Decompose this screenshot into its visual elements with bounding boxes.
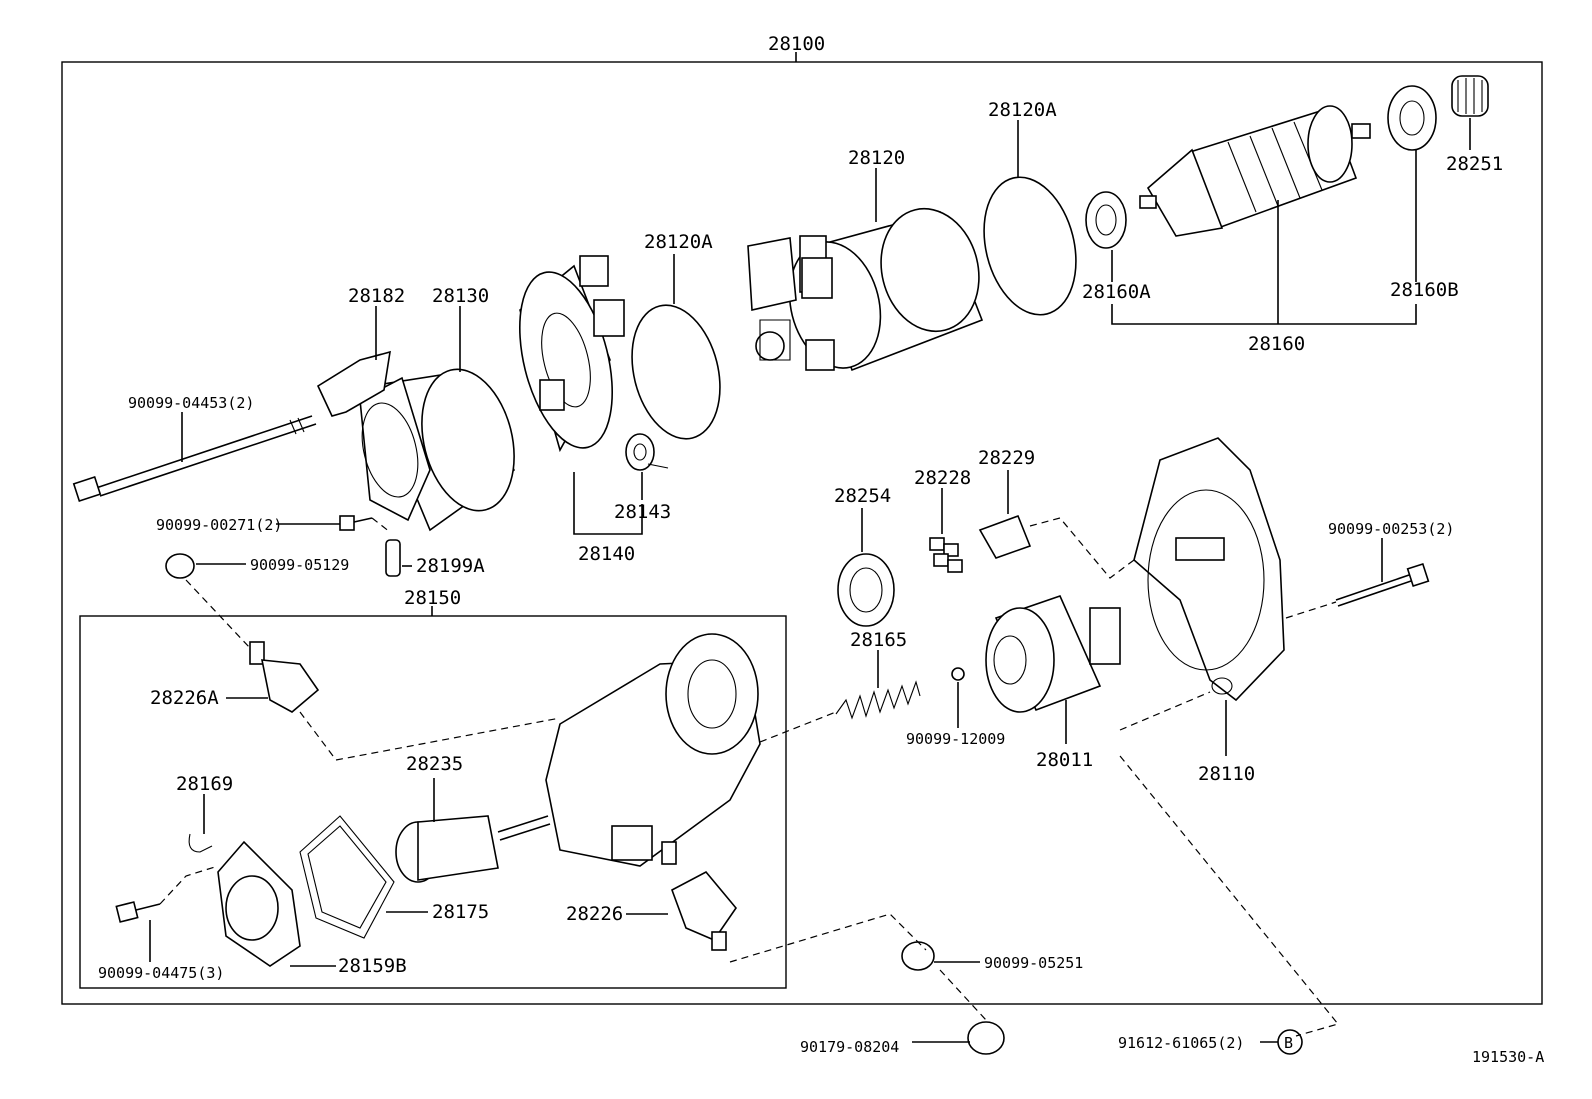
solenoid-housing-28150: [545, 633, 761, 867]
armature-28160: [1139, 105, 1371, 237]
nut-90099-05129: [165, 553, 195, 579]
label-28011: 28011: [1036, 749, 1093, 771]
label-28160A: 28160A: [1082, 281, 1151, 303]
label-28169: 28169: [176, 773, 233, 795]
oring-28120A-left: [631, 304, 721, 440]
cover-28159B: [217, 840, 301, 967]
label-90099-12009: 90099-12009: [906, 730, 1005, 748]
label-28175: 28175: [432, 901, 489, 923]
label-28254: 28254: [834, 485, 891, 507]
bolt-90099-00253: [1335, 562, 1430, 607]
label-90099-05129: 90099-05129: [250, 556, 349, 574]
label-28199A: 28199A: [416, 555, 485, 577]
terminal-28226A: [249, 641, 320, 713]
label-28120: 28120: [848, 147, 905, 169]
bearing-28160A: [1085, 191, 1127, 249]
nut-90099-05251: [901, 941, 935, 971]
label-28251: 28251: [1446, 153, 1503, 175]
label-28120A-top: 28120A: [988, 99, 1057, 121]
label-28150: 28150: [404, 587, 461, 609]
retainer-28228: [929, 537, 963, 573]
label-28165: 28165: [850, 629, 907, 651]
label-90099-04475: 90099-04475(3): [98, 964, 224, 982]
label-28182: 28182: [348, 285, 405, 307]
spring-28165: [835, 680, 921, 720]
cover-28182: [316, 350, 391, 417]
clutch-28229: [978, 514, 1032, 559]
label-28160B: 28160B: [1390, 279, 1459, 301]
end-frame-28130: [359, 368, 516, 532]
nut-90179-08204: [967, 1021, 1005, 1055]
ref-B-letter: B: [1284, 1034, 1293, 1052]
assembly-frame-28100: [61, 61, 1543, 1005]
label-28130: 28130: [432, 285, 489, 307]
insulator-28199A: [385, 539, 401, 577]
label-28140: 28140: [578, 543, 635, 565]
gear-28251: [1451, 75, 1489, 117]
label-90179-08204: 90179-08204: [800, 1038, 899, 1056]
plunger-28235: [395, 815, 551, 883]
clip-28169: [188, 833, 213, 853]
through-bolt-90099-04453: [72, 415, 317, 502]
gasket-28175: [299, 815, 395, 939]
bearing-28160B: [1387, 85, 1437, 151]
label-28120A-left: 28120A: [644, 231, 713, 253]
label-28226: 28226: [566, 903, 623, 925]
label-28159B: 28159B: [338, 955, 407, 977]
label-90099-05251: 90099-05251: [984, 954, 1083, 972]
label-28228: 28228: [914, 467, 971, 489]
label-28160: 28160: [1248, 333, 1305, 355]
label-90099-00271: 90099-00271(2): [156, 516, 282, 534]
subassembly-frame-28150: [79, 615, 787, 989]
spring-28143: [625, 433, 669, 471]
label-28229: 28229: [978, 447, 1035, 469]
clutch-housing-28110: [1133, 437, 1285, 702]
gear-28254: [837, 553, 895, 627]
terminal-28226: [671, 870, 738, 951]
ball-90099-12009: [951, 667, 965, 681]
label-28110: 28110: [1198, 763, 1255, 785]
screw-90099-00271: [339, 515, 373, 531]
label-28100: 28100: [768, 33, 825, 55]
label-28235: 28235: [406, 753, 463, 775]
label-90099-00253: 90099-00253(2): [1328, 520, 1454, 538]
starter-clutch-28011: [985, 595, 1121, 713]
label-28226A: 28226A: [150, 687, 219, 709]
label-90099-04453: 90099-04453(2): [128, 394, 254, 412]
figure-id: 191530-A: [1472, 1048, 1544, 1066]
brush-holder-28140: [518, 255, 625, 453]
label-91612-61065: 91612-61065(2): [1118, 1034, 1244, 1052]
oring-28120A-top: [983, 176, 1077, 316]
screw-90099-04475: [115, 901, 161, 923]
yoke-28120: [747, 207, 984, 372]
label-28143: 28143: [614, 501, 671, 523]
